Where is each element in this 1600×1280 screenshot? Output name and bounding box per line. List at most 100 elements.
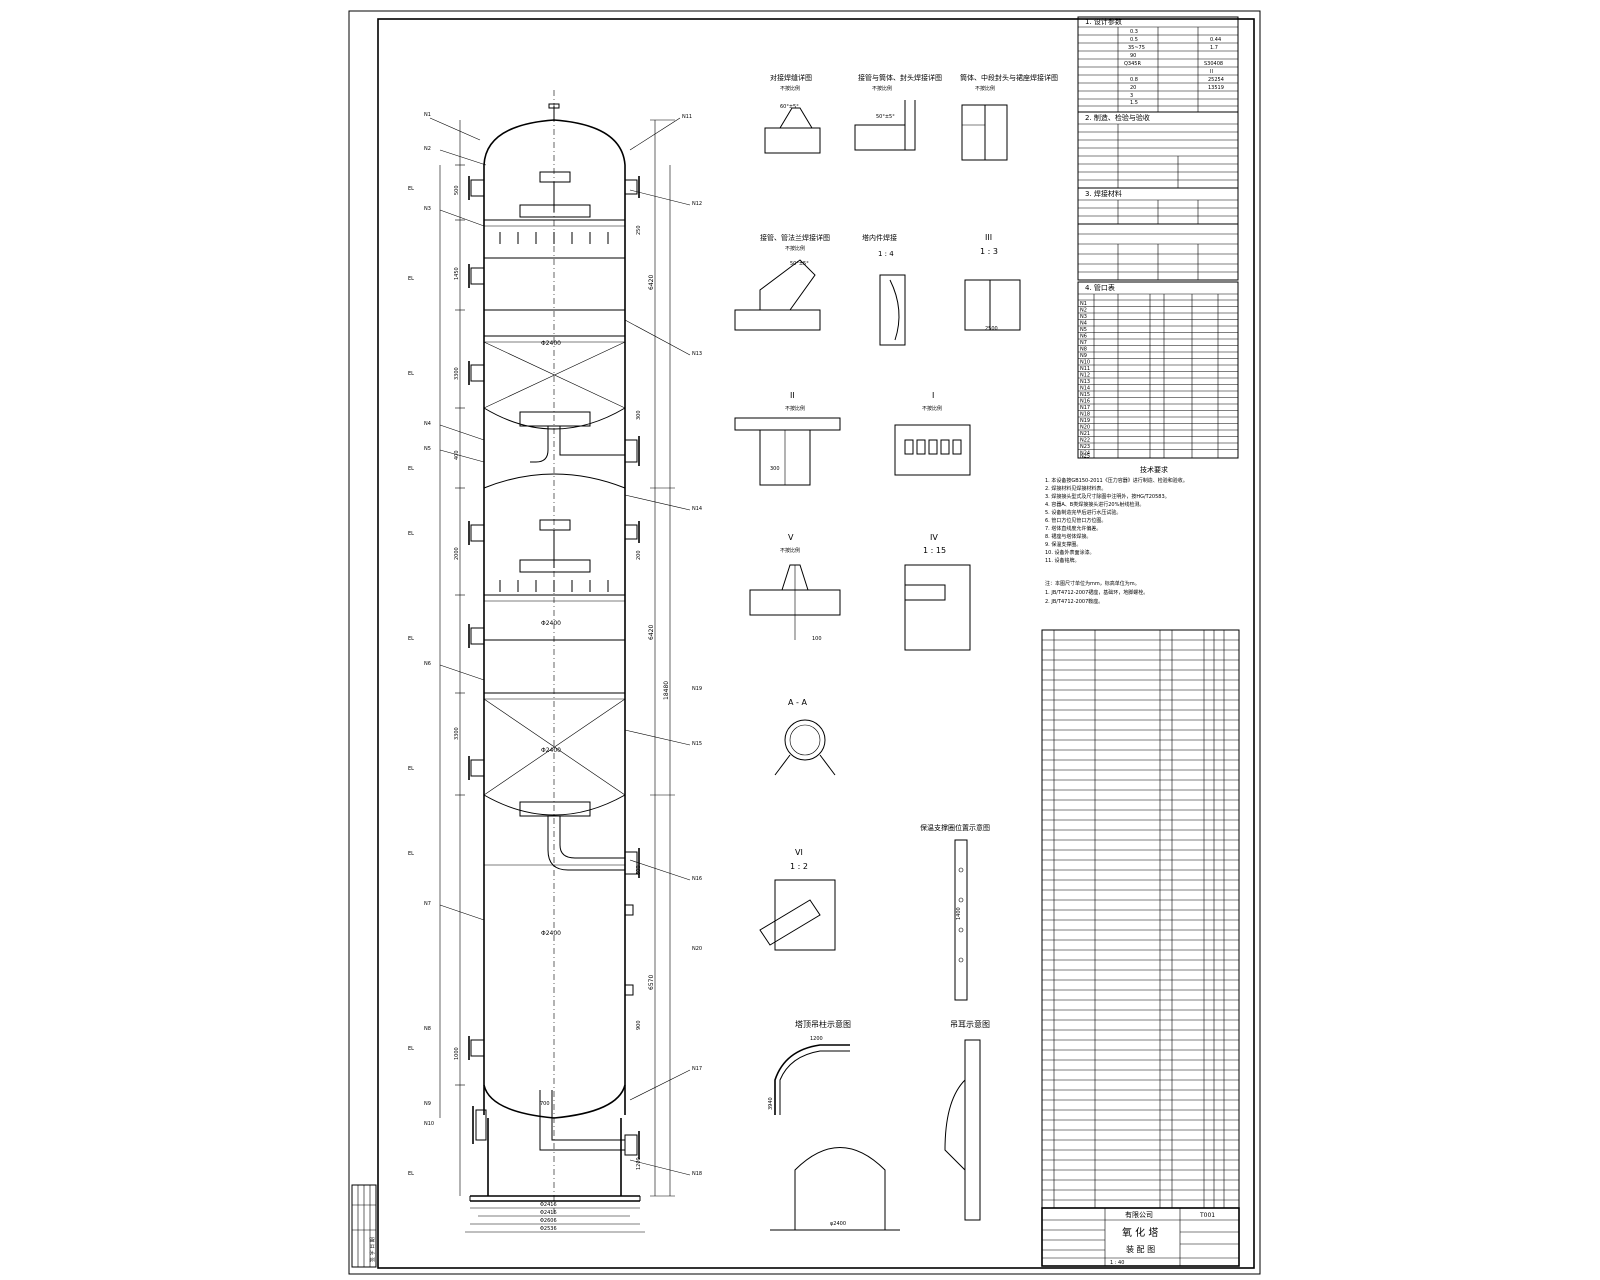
bottom-dim-1: Φ2416 — [540, 1202, 557, 1208]
nozzle-11: N11 — [1080, 366, 1090, 372]
elev-label-10: EL — [408, 1171, 414, 1177]
right-nozzles — [624, 176, 640, 1159]
note-1: 1. 本设备按GB150-2011《压力容器》进行制造、检验和验收。 — [1045, 477, 1188, 484]
nozzle-15: N15 — [1080, 392, 1090, 398]
elev-label-3: EL — [408, 371, 414, 377]
mark-13: N13 — [692, 351, 702, 357]
detail-dim-e: 1200 — [810, 1036, 823, 1042]
dim-diameter-4: Φ2400 — [541, 930, 561, 937]
design-value-11: 3 — [1130, 93, 1133, 99]
dim-height-1: 6420 — [648, 275, 655, 290]
nozzle-3: N3 — [1080, 314, 1087, 320]
elev-label-1: EL — [408, 186, 414, 192]
design-value-7: Q345R — [1124, 61, 1141, 67]
bottom-dims — [465, 1207, 645, 1233]
detail-title-1-sub: 不按比例 — [780, 85, 800, 92]
detail-dim-a: 60°±5° — [780, 104, 799, 110]
design-value-15: 25254 — [1208, 77, 1224, 83]
note-b-3: 2. JB/T4712-2007鞍座。 — [1045, 598, 1103, 605]
detail-dim-g: 2500 — [985, 326, 998, 332]
note-8: 8. 裙座与塔体焊接。 — [1045, 533, 1091, 540]
distributor-top — [499, 171, 609, 592]
bottom-dim-2: Φ2416 — [540, 1210, 557, 1216]
detail-title-3-sub: 不按比例 — [975, 85, 995, 92]
mark-14: N14 — [692, 506, 702, 512]
detail-title-support: 保温支撑圈位置示意图 — [920, 823, 990, 832]
detail-dim-d: φ2400 — [830, 1221, 846, 1227]
nozzle-12: N12 — [1080, 373, 1090, 379]
mark-10: N10 — [424, 1121, 434, 1127]
drawing-name-2: 装 配 图 — [1126, 1244, 1155, 1254]
mark-18: N18 — [692, 1171, 702, 1177]
design-value-1: 0.3 — [1130, 29, 1138, 35]
nozzle-table: N1 N2 N3 N4 N5 N6 N7 N8 N9 N10 N11 N12 N… — [1078, 293, 1238, 460]
section4-title: 4. 管口表 — [1085, 283, 1115, 292]
detail-title-vi: VI — [795, 848, 803, 857]
technical-notes: 技术要求 1. 本设备按GB150-2011《压力容器》进行制造、检验和验收。 … — [1045, 465, 1188, 605]
mark-9: N9 — [424, 1101, 431, 1107]
inner-frame — [377, 18, 1255, 1269]
detail-title-3: 筒体、中段封头与裙座焊接详图 — [960, 73, 1058, 82]
note-11: 11. 设备铭牌。 — [1045, 557, 1080, 564]
detail-scale-6: 1 : 3 — [980, 247, 998, 256]
detail-title-4-sub: 不按比例 — [785, 245, 805, 252]
design-value-8: S30408 — [1204, 61, 1223, 67]
tower-elevation: Φ2400 Φ2400 Φ2400 Φ2400 6420 6420 6570 1… — [408, 90, 702, 1233]
packing-beds — [483, 341, 626, 796]
nozzle-7: N7 — [1080, 340, 1087, 346]
dim-misc-13: 900 — [636, 1020, 642, 1030]
left-stamp-block: 签 字 日 期 — [351, 1184, 377, 1268]
drawing-ratio: 1 : 40 — [1110, 1260, 1124, 1266]
mark-19: N19 — [692, 686, 702, 692]
dim-diameter-3: Φ2400 — [541, 747, 561, 754]
detail-title-8-sub: 不按比例 — [922, 405, 942, 412]
dim-misc-5: 3300 — [454, 727, 460, 740]
detail-title-9-sub: 不按比例 — [780, 547, 800, 554]
nozzle-14: N14 — [1080, 386, 1090, 392]
mark-3: N3 — [424, 206, 431, 212]
detail-title-1: 对接焊缝详图 — [770, 73, 812, 82]
elev-label-9: EL — [408, 1046, 414, 1052]
note-9: 9. 保温支撑圈。 — [1045, 541, 1081, 548]
design-value-12: 1.5 — [1130, 100, 1138, 106]
detail-dim-b: 50°±5° — [876, 114, 895, 120]
dim-diameter-2: Φ2400 — [541, 620, 561, 627]
detail-dim-j: 1400 — [956, 907, 962, 920]
mark-8: N8 — [424, 1026, 431, 1032]
nozzle-18: N18 — [1080, 412, 1090, 418]
nozzle-23: N23 — [1080, 444, 1090, 450]
nozzle-2: N2 — [1080, 308, 1087, 314]
elev-label-8: EL — [408, 851, 414, 857]
design-table: 1. 设计参数 0.3 0.5 35~75 90 0.44 1.7 Q345R … — [1077, 16, 1239, 459]
detail-title-top-frame: 塔顶吊柱示意图 — [795, 1019, 851, 1029]
note-10: 10. 设备外表面涂漆。 — [1045, 549, 1095, 556]
outer-frame — [348, 10, 1261, 1275]
dim-misc-14: 1200 — [636, 1157, 642, 1170]
dim-height-total: 18480 — [663, 681, 670, 700]
left-nozzles — [468, 176, 487, 1144]
dim-misc-12: 600 — [636, 865, 642, 875]
design-value-4: 90 — [1130, 53, 1136, 59]
nozzle-9: N9 — [1080, 353, 1087, 359]
design-value-6: 1.7 — [1210, 45, 1218, 51]
detail-title-6: III — [985, 233, 992, 242]
dim-misc-11: 200 — [636, 550, 642, 560]
note-b-1: 注：本图尺寸单位为mm，标高单位为m。 — [1045, 580, 1140, 587]
detail-title-2: 接管与筒体、封头焊接详图 — [858, 73, 942, 82]
note-5: 5. 设备制造完毕后进行水压试验。 — [1045, 509, 1121, 516]
note-b-2: 1. JB/T4712-2007裙座，基础环，地脚螺栓。 — [1045, 589, 1148, 596]
nozzle-13: N13 — [1080, 379, 1090, 385]
note-3: 3. 焊接接头型式及尺寸除图中注明外，按HG/T20583。 — [1045, 493, 1170, 500]
nozzle-21: N21 — [1080, 431, 1090, 437]
design-value-3: 35~75 — [1128, 45, 1145, 51]
detail-title-7: II — [790, 391, 795, 400]
drawing-name-1: 氧 化 塔 — [1122, 1226, 1158, 1239]
section3-title: 3. 焊接材料 — [1085, 189, 1122, 198]
mark-20: N20 — [692, 946, 702, 952]
leaders — [429, 117, 691, 1176]
note-2: 2. 焊接材料见焊接材料表。 — [1045, 485, 1106, 492]
note-6: 6. 管口方位见管口方位图。 — [1045, 517, 1106, 524]
detail-scale-10: 1 : 15 — [923, 546, 946, 555]
title-block: 有限公司 氧 化 塔 装 配 图 1 : 40 T001 — [1041, 1207, 1240, 1267]
